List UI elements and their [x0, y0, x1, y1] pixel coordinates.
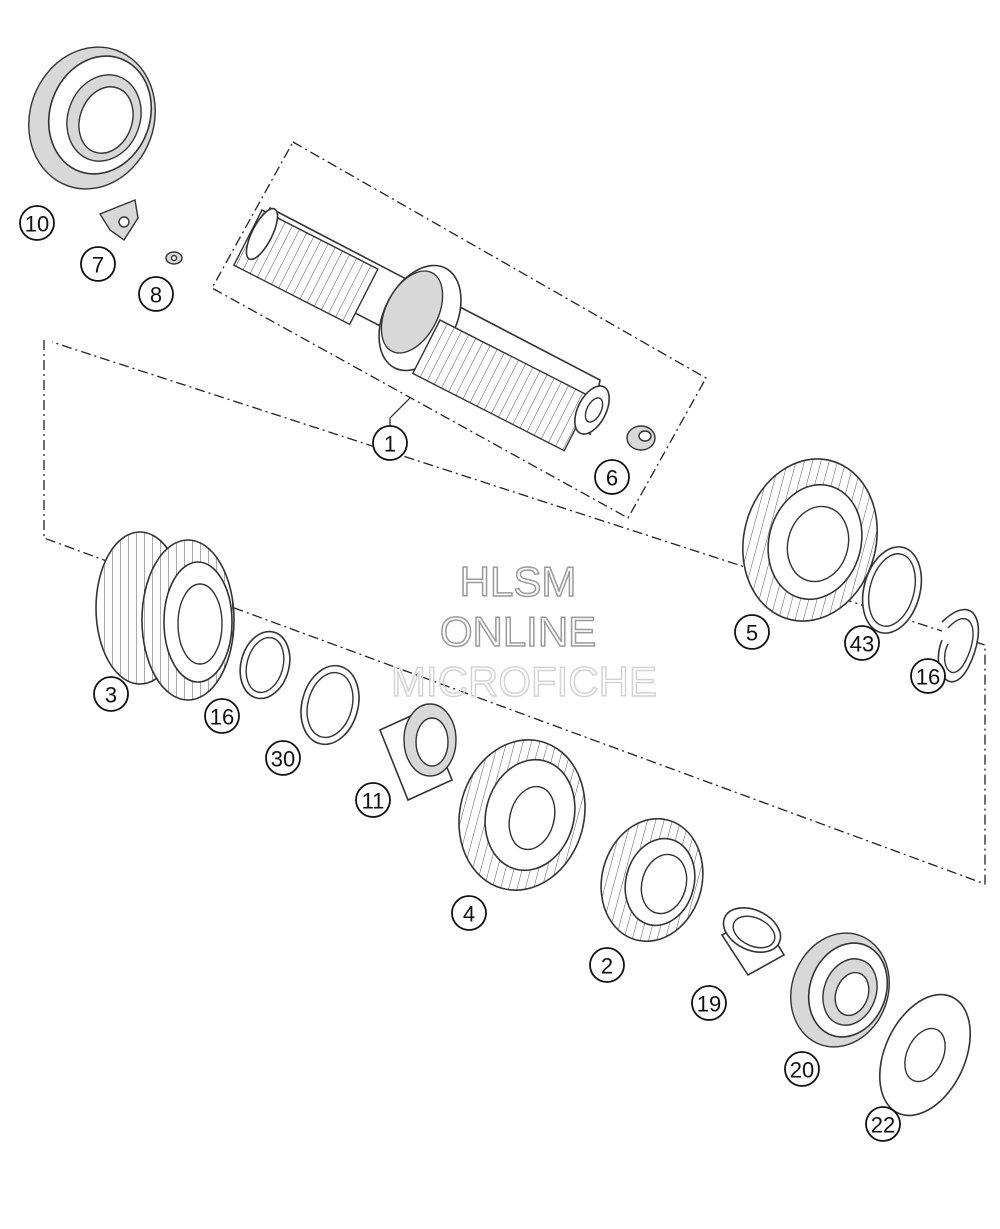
circlip-part-16-right [937, 608, 980, 683]
callout-label: 7 [92, 253, 104, 278]
needle-bearing-part-11 [378, 703, 457, 802]
bushing-part-19 [720, 907, 786, 977]
callout-43: 43 [844, 625, 880, 661]
callout-label: 30 [271, 747, 295, 772]
washer-part-43 [861, 546, 923, 634]
callout-label: 1 [384, 432, 396, 457]
callout-6: 6 [594, 459, 630, 495]
callout-8: 8 [138, 276, 174, 312]
callout-label: 3 [105, 683, 117, 708]
nut-part-6 [626, 425, 656, 451]
bearing-part-10 [28, 46, 156, 190]
callout-30: 30 [265, 740, 301, 776]
callout-label: 11 [362, 789, 385, 814]
callout-label: 20 [790, 1058, 814, 1083]
callout-label: 22 [871, 1113, 895, 1138]
shaft-assembly-outline [211, 141, 707, 519]
screw-part-8 [165, 251, 183, 265]
callout-3: 3 [93, 676, 129, 712]
washer-part-30 [300, 664, 360, 746]
callout-label: 19 [697, 992, 721, 1017]
watermark: HLSM ONLINE MICROFICHE [390, 557, 658, 706]
callout-label: 6 [606, 466, 618, 491]
callout-label: 2 [601, 954, 613, 979]
gear-part-4 [458, 739, 586, 891]
callout-label: 43 [850, 632, 874, 657]
callout-5: 5 [734, 614, 770, 650]
bearing-part-20 [790, 932, 890, 1048]
callout-20: 20 [784, 1051, 820, 1087]
callout-22: 22 [865, 1106, 901, 1142]
watermark-line-3: MICROFICHE [391, 658, 657, 705]
callout-19: 19 [691, 985, 727, 1021]
callout-label: 16 [210, 705, 234, 730]
gear-part-2 [600, 817, 704, 943]
callout-label: 4 [463, 902, 475, 927]
washer-part-22 [878, 993, 972, 1117]
watermark-line-2: ONLINE [440, 608, 596, 655]
callout-16-right: 16 [910, 658, 946, 694]
callout-11: 11 [355, 782, 391, 818]
callout-7: 7 [80, 246, 116, 282]
plate-part-7 [98, 199, 139, 241]
callout-4: 4 [451, 895, 487, 931]
callout-label: 8 [150, 283, 162, 308]
callout-label: 5 [746, 621, 758, 646]
callout-16-left: 16 [204, 698, 240, 734]
callout-2: 2 [589, 947, 625, 983]
gear-part-5 [742, 458, 878, 622]
gear-cluster-outline [43, 340, 986, 885]
callout-label: 16 [916, 665, 940, 690]
circlip-part-16-left [239, 630, 291, 700]
double-gear-part-3 [95, 531, 235, 701]
main-shaft-part-1 [232, 206, 610, 452]
callout-label: 10 [25, 212, 49, 237]
watermark-line-1: HLSM [460, 558, 577, 605]
callout-10: 10 [19, 205, 55, 241]
callout-1: 1 [372, 425, 408, 461]
